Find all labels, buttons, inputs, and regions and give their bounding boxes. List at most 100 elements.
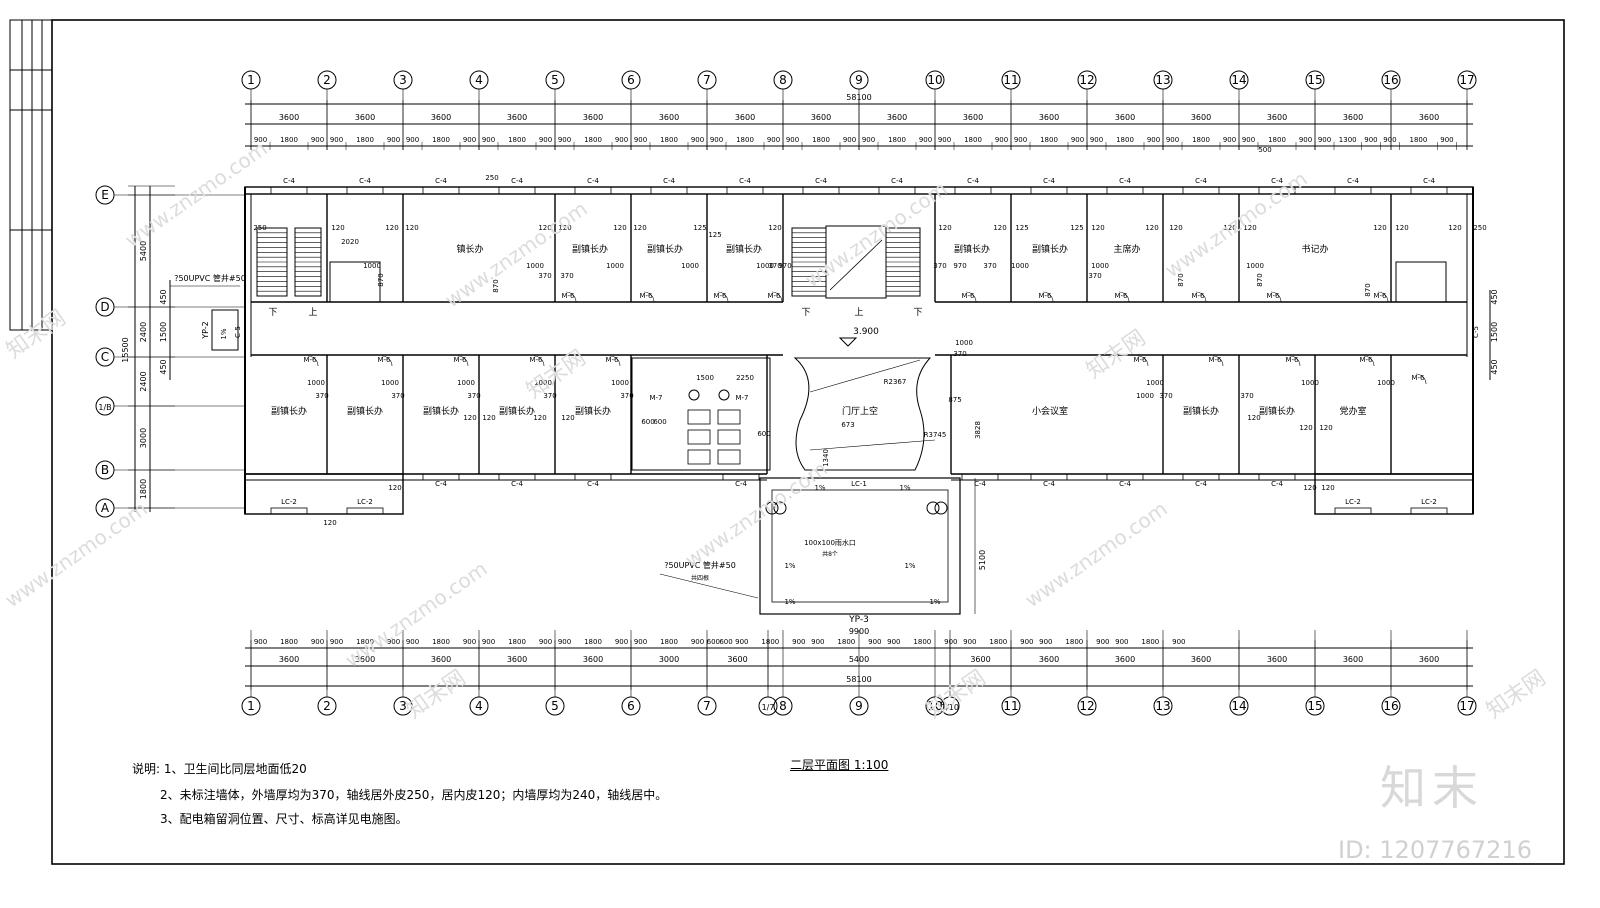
dim-1000-south: 1000 <box>307 379 325 387</box>
room-name-south: 党办室 <box>1339 405 1366 417</box>
grid-label-top: 10 <box>927 73 942 87</box>
dim-sub-bottom: 900 <box>1115 638 1128 646</box>
door-swing <box>1415 373 1427 385</box>
dim-wall: 250 <box>1473 224 1486 232</box>
window-label-north: C-4 <box>739 177 751 185</box>
window-north <box>1258 186 1296 195</box>
watermark-site: www.znzmo.com <box>1160 166 1311 282</box>
dim-sub-top: 1800 <box>660 136 678 144</box>
dim-sub-top: 900 <box>710 136 723 144</box>
window-south <box>1182 473 1220 481</box>
door-swing <box>1363 355 1375 367</box>
dim-sub-bottom: 900 <box>792 638 805 646</box>
dim-sub-top: 900 <box>1090 136 1103 144</box>
dim-2250: 2250 <box>736 374 754 382</box>
stair-well <box>825 225 887 299</box>
dim-wall: 120 <box>1145 224 1158 232</box>
toilet-core <box>631 357 771 471</box>
dim-870: 870 <box>1364 283 1372 296</box>
window-north <box>574 186 612 195</box>
dim-sub-bottom: 1800 <box>432 638 450 646</box>
dim-1340: 1340 <box>822 449 830 467</box>
dim-120-south: 120 <box>388 484 401 492</box>
dim-bay-top: 3600 <box>583 113 603 122</box>
window-south <box>1258 473 1296 481</box>
dim-sub-top: 900 <box>786 136 799 144</box>
grid-label-bottom: 1/10 <box>941 703 959 712</box>
dim-673: 673 <box>841 421 854 429</box>
dim-bay-top: 3600 <box>1267 113 1287 122</box>
door-label-m6: M-6 <box>639 292 653 300</box>
window-south-wing <box>270 507 308 515</box>
dim-bay-bottom: 3600 <box>727 655 747 664</box>
dim-sub-top: 900 <box>843 136 856 144</box>
dim-left-part: 2400 <box>139 371 148 391</box>
toilet-stall <box>717 449 741 465</box>
dim-600: 600 <box>653 418 666 426</box>
door-label-m6: M-6 <box>529 356 543 364</box>
stair-up-label: 上 <box>854 307 863 318</box>
door-label-m6: M-6 <box>713 292 727 300</box>
dim-sub-bottom: 900 <box>558 638 571 646</box>
window-north <box>650 186 688 195</box>
dim-sub-top: 1800 <box>736 136 754 144</box>
window-label-wing: LC-2 <box>1421 498 1437 506</box>
door-swing <box>609 355 621 367</box>
slope-label: 1% <box>784 598 795 606</box>
window-label-north: C-4 <box>587 177 599 185</box>
dim-sub-top: 900 <box>938 136 951 144</box>
rain-canopy-west <box>211 309 239 351</box>
dim-sub-bottom: 900 <box>387 638 400 646</box>
dim-370-south: 370 <box>315 392 328 400</box>
grid-label-top: 13 <box>1155 73 1170 87</box>
elevation-label: 3.900 <box>853 327 879 337</box>
grid-label-bottom: 14 <box>1231 699 1246 713</box>
window-north <box>346 186 384 195</box>
dim-sub-bottom: 1800 <box>508 638 526 646</box>
toilet-west <box>329 261 381 303</box>
door-swing <box>717 291 729 303</box>
dim-sub-top: 900 <box>615 136 628 144</box>
dim-bay-top: 3600 <box>1115 113 1135 122</box>
watermark-site: www.znzmo.com <box>0 496 151 612</box>
door-label-m6: M-6 <box>453 356 467 364</box>
window-label-lc1: LC-1 <box>851 480 867 488</box>
atrium-void <box>793 357 932 471</box>
door-swing <box>1137 355 1149 367</box>
window-label-south: C-4 <box>1119 480 1131 488</box>
dim-sub-top: 900 <box>1364 136 1377 144</box>
watermark-site: www.znzmo.com <box>340 556 491 672</box>
grid-label-top: 1 <box>247 73 255 87</box>
window-north <box>270 186 308 195</box>
dim-left-part: 1800 <box>139 479 148 499</box>
toilet-fixture <box>688 389 700 401</box>
dim-bay-bottom: 3600 <box>1191 655 1211 664</box>
window-label-wing: LC-2 <box>281 498 297 506</box>
dim-370: 370 <box>538 272 551 280</box>
grid-label-bottom: 2 <box>323 699 331 713</box>
dim-bay-bottom: 3600 <box>1039 655 1059 664</box>
dim-sub-bottom: 900 <box>463 638 476 646</box>
dim-mid-bottom: 9900 <box>849 627 869 636</box>
dim-wall: 120 <box>1448 224 1461 232</box>
stair-down-label: 下 <box>913 308 922 318</box>
dim-sub-top: 1800 <box>1410 136 1428 144</box>
dim-1000-south: 1000 <box>1377 379 1395 387</box>
dim-r3745: R3745 <box>924 431 947 439</box>
window-south <box>1030 473 1068 481</box>
room-name-south: 门厅上空 <box>842 405 878 417</box>
window-north <box>498 186 536 195</box>
room-name-north: 书记办 <box>1301 243 1328 255</box>
dim-bay-top: 3600 <box>811 113 831 122</box>
window-north <box>1106 186 1144 195</box>
dim-wall: 250 <box>253 224 266 232</box>
dim-porch-depth: 5100 <box>978 550 987 570</box>
dim-sub-bottom: 900 <box>330 638 343 646</box>
grid-label-left: 1/B <box>98 403 111 412</box>
dim-sub-top: 900 <box>862 136 875 144</box>
window-label-north: C-4 <box>891 177 903 185</box>
window-south-wing <box>1334 507 1372 515</box>
dim-sub-top: 1800 <box>1268 136 1286 144</box>
grid-label-bottom: 10 <box>927 699 942 713</box>
grid-label-top: 7 <box>703 73 711 87</box>
